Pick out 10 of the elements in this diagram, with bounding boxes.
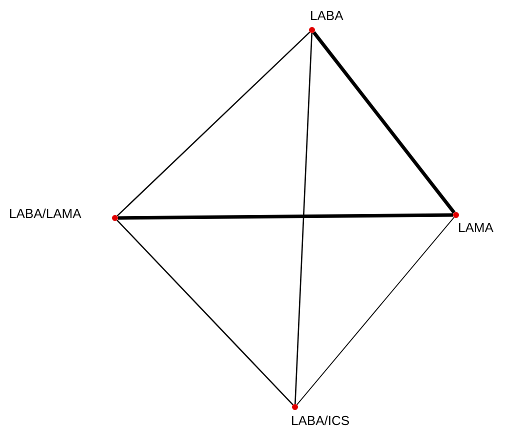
node-label: LABA/LAMA	[9, 206, 82, 221]
connector-line	[116, 32, 310, 216]
connector-line	[294, 32, 313, 404]
node-label: LAMA	[458, 220, 494, 235]
connector-line	[296, 216, 455, 406]
connector-line	[118, 213, 454, 220]
connector-line	[312, 31, 456, 214]
connector-line	[116, 220, 294, 406]
node-label: LABA	[310, 8, 344, 23]
node-label: LABA/ICS	[291, 413, 350, 428]
